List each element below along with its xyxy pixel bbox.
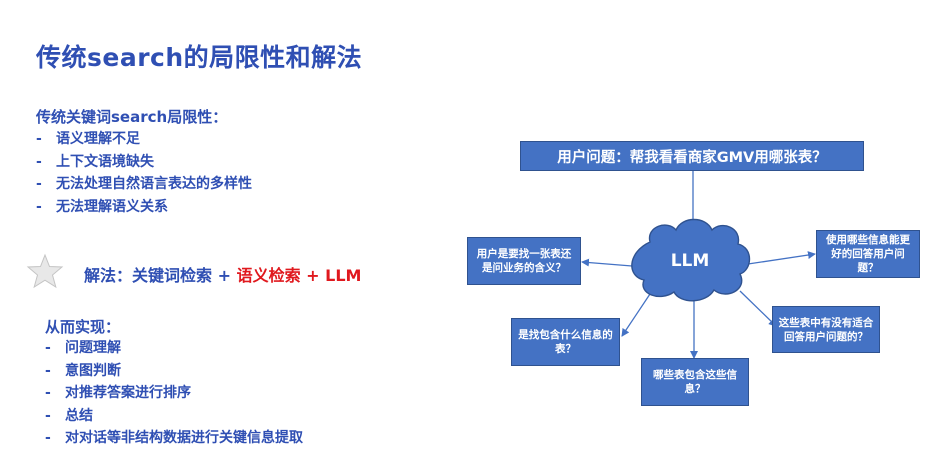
arrow-llm-to-bottom-left (621, 293, 651, 337)
list-item: -对推荐答案进行排序 (45, 385, 191, 401)
list-item: -无法处理自然语言表达的多样性 (36, 176, 252, 192)
user-question-box: 用户问题：帮我看看商家GMV用哪张表？ (520, 141, 864, 171)
list-item: -总结 (45, 407, 93, 424)
llm-cloud-label: LLM (670, 251, 710, 271)
node-right: 使用哪些信息能更好的回答用户问题？ (816, 230, 920, 278)
list-item: -意图判断 (45, 362, 121, 379)
limitations-list: -语义理解不足 -上下文语境缺失 -无法处理自然语言表达的多样性 -无法理解语义… (36, 128, 252, 218)
list-item: -问题理解 (45, 340, 121, 356)
achieve-heading: 从而实现： (45, 318, 121, 336)
limitations-heading: 传统关键词search局限性： (36, 108, 228, 126)
list-item: -语义理解不足 (36, 131, 140, 147)
node-bottom: 哪些表包含这些信息？ (641, 358, 749, 406)
list-item: -对对话等非结构数据进行关键信息提取 (45, 430, 303, 446)
node-left: 用户是要找一张表还是问业务的含义？ (467, 237, 581, 285)
list-item: -无法理解语义关系 (36, 198, 168, 215)
star-icon (26, 253, 64, 289)
plus-sign: + (212, 266, 237, 285)
page-title: 传统search的局限性和解法 (36, 43, 363, 72)
arrow-llm-to-left (581, 258, 633, 267)
list-item: -上下文语境缺失 (36, 153, 154, 170)
semantic-search-text: 语义检索 (236, 266, 301, 285)
plus-sign: + (300, 266, 326, 285)
llm-text: LLM (325, 266, 362, 285)
arrow-llm-to-bottom-right (739, 290, 777, 327)
solution-line: 解法：关键词检索 + 语义检索 + LLM (84, 262, 361, 286)
llm-cloud-shape (631, 218, 751, 302)
node-bottom-left: 是找包含什么信息的表？ (511, 318, 620, 366)
solution-label: 解法：关键词检索 (84, 266, 213, 285)
node-bottom-right: 这些表中有没有适合回答用户问题的？ (772, 306, 880, 353)
arrow-llm-to-right (747, 251, 816, 265)
achieve-list: -问题理解 -意图判断 -对推荐答案进行排序 -总结 -对对话等非结构数据进行关… (45, 337, 303, 450)
